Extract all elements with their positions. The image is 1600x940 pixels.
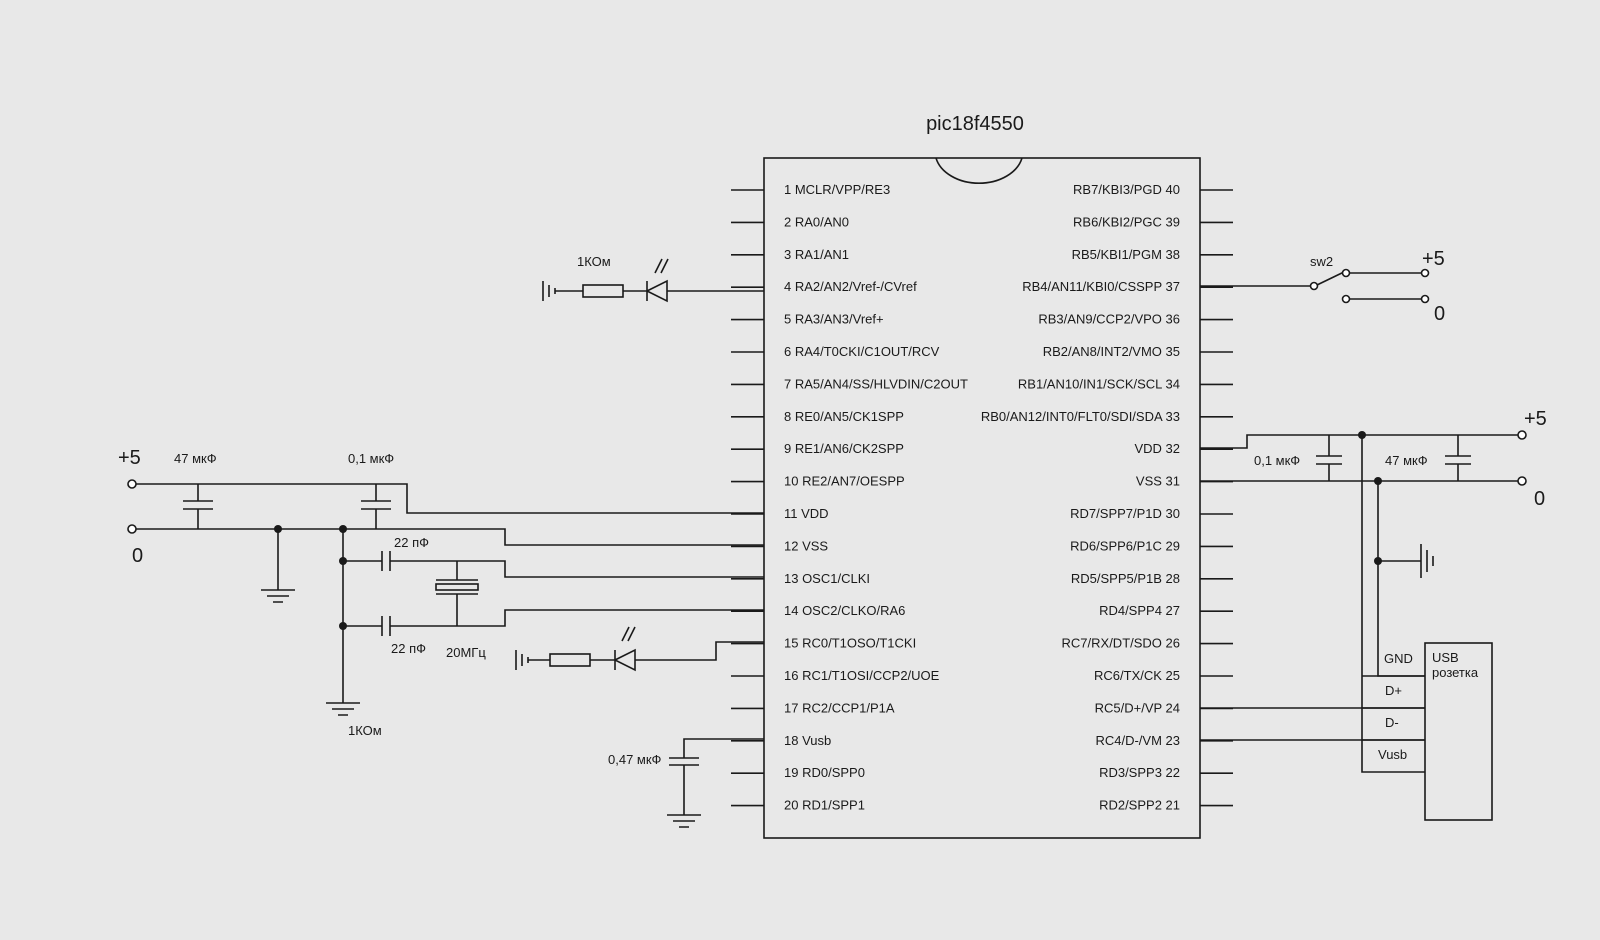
led-circuit-top: 1КОм (542, 254, 764, 303)
pin-label-right: VDD 32 (1134, 441, 1180, 456)
left-power-section: +5 0 47 мкФ 0,1 мкФ (118, 447, 764, 603)
pin-label-right: RC5/D+/VP 24 (1095, 700, 1180, 715)
zero-right-label: 0 (1534, 488, 1545, 510)
cap-22pf-top-label: 22 пФ (394, 535, 429, 550)
pin-label-right: RB6/KBI2/PGC 39 (1073, 214, 1180, 229)
pin-label-left: 15 RC0/T1OSO/T1CKI (784, 636, 916, 651)
pin-label-right: RB3/AN9/CCP2/VPO 36 (1038, 312, 1180, 327)
zero-left-terminal (127, 524, 137, 534)
usb-connector: USB розетка GND D+ D- Vusb (1362, 642, 1493, 821)
pin-label-left: 4 RA2/AN2/Vref-/CVref (784, 279, 917, 294)
pin-label-left: 6 RA4/T0CKI/C1OUT/RCV (784, 344, 940, 359)
crystal-label: 20МГц (446, 645, 486, 660)
oscillator-section: 22 пФ 22 пФ 20МГц 1КОм (326, 529, 764, 738)
pin-label-right: RB1/AN10/IN1/SCK/SCL 34 (1018, 376, 1180, 391)
cap-047uf-label: 0,47 мкФ (608, 752, 662, 767)
usb-title-line1: USB (1432, 650, 1459, 665)
pin-label-right: RD4/SPP4 27 (1099, 603, 1180, 618)
pin-label-left: 7 RA5/AN4/SS/HLVDIN/C2OUT (784, 376, 968, 391)
pin-label-right: RC6/TX/CK 25 (1094, 668, 1180, 683)
led-bottom (613, 626, 764, 672)
chip-title: pic18f4550 (926, 113, 1024, 135)
pin-label-right: RB7/KBI3/PGD 40 (1073, 182, 1180, 197)
cap-22pf-top (343, 551, 764, 578)
ground-symbol-right (1420, 544, 1434, 578)
cap-22pf-bottom (343, 609, 764, 636)
pin-label-left: 2 RA0/AN0 (784, 214, 849, 229)
cap-47uf-right (1445, 435, 1471, 481)
resistor-top-label: 1КОм (577, 254, 611, 269)
pin-label-right: RC4/D-/VM 23 (1095, 733, 1180, 748)
usb-pin-dminus: D- (1385, 715, 1399, 730)
zero-left-label: 0 (132, 545, 143, 567)
usb-pin-dplus: D+ (1385, 683, 1402, 698)
ground-symbol-led-bottom (515, 650, 529, 670)
pin-label-left: 12 VSS (784, 538, 828, 553)
ground-symbol-led-top (542, 281, 556, 301)
pin-label-right: RB0/AN12/INT0/FLT0/SDI/SDA 33 (981, 409, 1180, 424)
pin-label-right: RD2/SPP2 21 (1099, 798, 1180, 813)
pin-label-right: RB2/AN8/INT2/VMO 35 (1043, 344, 1180, 359)
pin-label-left: 10 RE2/AN7/OESPP (784, 474, 905, 489)
switch-sw2 (1200, 268, 1430, 304)
plus5-left-terminal (127, 479, 137, 489)
pin-label-right: RC7/RX/DT/SDO 26 (1062, 636, 1180, 651)
switch-label: sw2 (1310, 254, 1333, 269)
usb-pin-vusb: Vusb (1378, 747, 1407, 762)
ground-symbol-left (261, 589, 295, 603)
cap-01uf-right (1316, 435, 1342, 481)
resistor-top (582, 284, 624, 298)
pin-label-left: 17 RC2/CCP1/P1A (784, 700, 895, 715)
pin-label-right: RD5/SPP5/P1B 28 (1071, 571, 1180, 586)
usb-pin-gnd: GND (1384, 651, 1413, 666)
resistor-bottom (549, 653, 591, 667)
pin-label-left: 1 MCLR/VPP/RE3 (784, 182, 890, 197)
pin-label-right: RB4/AN11/KBI0/CSSPP 37 (1022, 279, 1180, 294)
cap-47uf-left-label: 47 мкФ (174, 451, 217, 466)
left-pin-group: 1 MCLR/VPP/RE3 2 RA0/AN0 3 RA1/AN1 4 RA2/AN… (731, 182, 968, 813)
right-pin-group: RB7/KBI3/PGD 40 RB6/KBI2/PGC 39 RB5/KBI1/P… (981, 182, 1233, 813)
ground-symbol-osc (326, 702, 360, 716)
pin-label-right: RB5/KBI1/PGM 38 (1072, 247, 1180, 262)
usb-title-line2: розетка (1432, 665, 1479, 680)
cap-22pf-bottom-label: 22 пФ (391, 641, 426, 656)
pin-label-right: RD7/SPP7/P1D 30 (1070, 506, 1180, 521)
pin-label-left: 18 Vusb (784, 733, 831, 748)
pin-label-left: 13 OSC1/CLKI (784, 571, 870, 586)
led-top (645, 258, 764, 303)
cap-01uf-left-label: 0,1 мкФ (348, 451, 394, 466)
pin-label-left: 11 VDD (784, 506, 829, 521)
pin-label-right: RD6/SPP6/P1C 29 (1070, 538, 1180, 553)
switch-plus5-label: +5 (1422, 248, 1445, 270)
pin-label-left: 3 RA1/AN1 (784, 247, 849, 262)
vusb-capacitor (667, 738, 764, 828)
pin-label-left: 20 RD1/SPP1 (784, 798, 865, 813)
resistor-bottom-label: 1КОм (348, 723, 382, 738)
crystal-20mhz (435, 561, 479, 626)
pin-label-left: 9 RE1/AN6/CK2SPP (784, 441, 904, 456)
cap-01uf-right-label: 0,1 мкФ (1254, 453, 1300, 468)
cap-47uf-left (183, 484, 213, 529)
pin-label-left: 19 RD0/SPP0 (784, 765, 865, 780)
cap-01uf-left (361, 484, 391, 529)
plus5-right-label: +5 (1524, 408, 1547, 430)
switch-zero-label: 0 (1434, 303, 1445, 325)
right-power-section (1200, 430, 1527, 773)
pin-label-right: RD3/SPP3 22 (1099, 765, 1180, 780)
pin-label-left: 14 OSC2/CLKO/RA6 (784, 603, 905, 618)
plus5-left-label: +5 (118, 447, 141, 469)
cap-47uf-right-label: 47 мкФ (1385, 453, 1428, 468)
microcontroller-chip: pic18f4550 1 MCLR/VPP/RE3 2 RA0/AN0 3 RA1/… (731, 113, 1233, 839)
led-circuit-bottom (515, 626, 764, 672)
pin-label-left: 16 RC1/T1OSI/CCP2/UOE (784, 668, 940, 683)
pin-label-right: VSS 31 (1136, 474, 1180, 489)
pin-label-left: 8 RE0/AN5/CK1SPP (784, 409, 904, 424)
pin-label-left: 5 RA3/AN3/Vref+ (784, 312, 884, 327)
